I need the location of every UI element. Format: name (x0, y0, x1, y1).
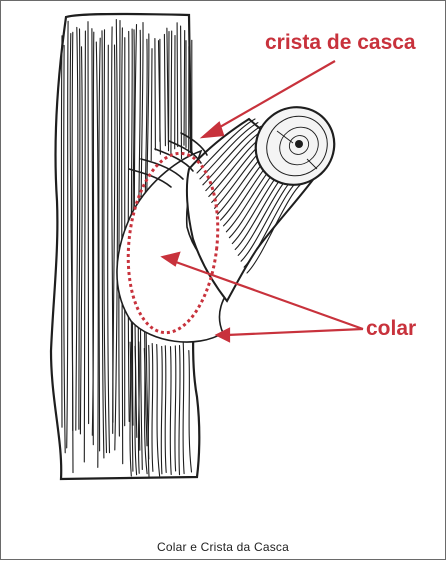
trunk-bark-line (88, 22, 89, 424)
colar-label: colar (366, 317, 416, 341)
trunk-bark-line (61, 36, 62, 427)
trunk-bark-line (169, 32, 170, 151)
crista-arrowhead (203, 123, 223, 137)
cut-end-pith (295, 140, 303, 148)
trunk-bark-line (177, 23, 178, 147)
colar-arrow-bottom (227, 329, 363, 335)
figure-caption: Colar e Crista da Casca (1, 540, 445, 554)
trunk-bark-line (155, 39, 156, 150)
crista-de-casca-label: crista de casca (265, 31, 416, 55)
trunk-bark-line (184, 31, 185, 146)
